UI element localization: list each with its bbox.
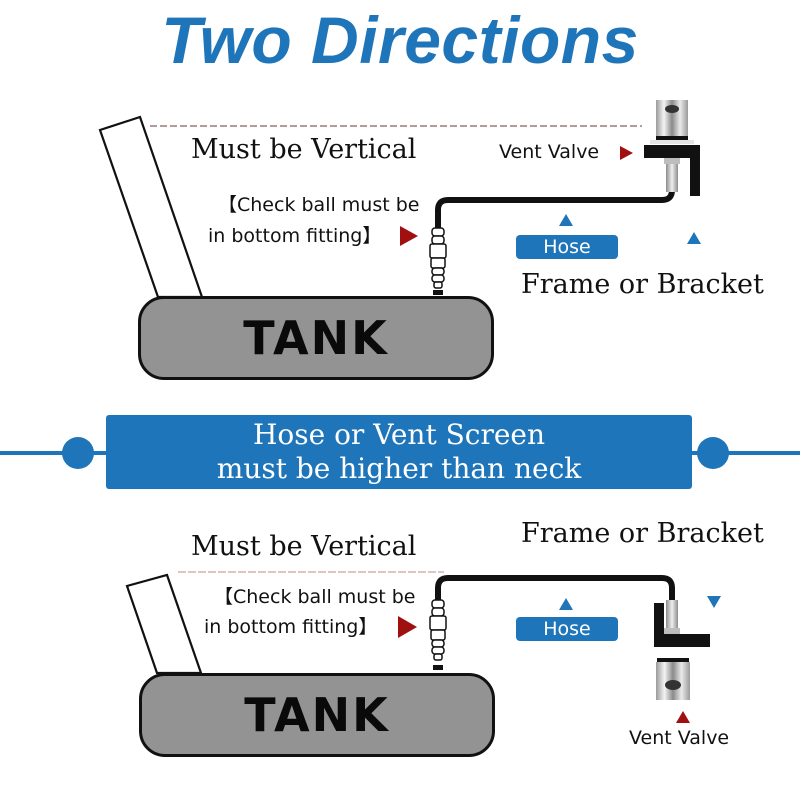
vent-valve-label-bottom: Vent Valve bbox=[629, 727, 730, 749]
banner-line-left bbox=[0, 451, 110, 455]
arrow-up-icon bbox=[687, 232, 701, 244]
check-ball-note-line1-top: 【Check ball must be bbox=[218, 194, 420, 216]
tank-bottom: TANK bbox=[139, 673, 495, 757]
banner-line1: Hose or Vent Screen bbox=[252, 418, 546, 451]
page-title: Two Directions bbox=[161, 3, 639, 77]
arrow-right-icon bbox=[398, 616, 417, 638]
filler-neck-top bbox=[98, 115, 204, 299]
must-be-vertical-label-top: Must be Vertical bbox=[191, 134, 417, 165]
filler-neck-bottom bbox=[125, 573, 203, 675]
tank-top: TANK bbox=[138, 296, 494, 380]
frame-bracket-label-top: Frame or Bracket bbox=[521, 269, 764, 300]
vent-valve-label-top: Vent Valve bbox=[499, 141, 600, 163]
hose-top bbox=[435, 172, 675, 228]
check-ball-fitting-bottom bbox=[429, 599, 447, 670]
arrow-up-icon bbox=[559, 214, 573, 226]
tank-label-bottom: TANK bbox=[244, 688, 390, 742]
hose-bottom bbox=[435, 575, 675, 600]
check-ball-note-line2-top: in bottom fitting】 bbox=[208, 225, 382, 247]
frame-bracket-label-bottom: Frame or Bracket bbox=[521, 518, 764, 549]
rule-banner: Hose or Vent Screen must be higher than … bbox=[106, 415, 692, 489]
banner-line-right bbox=[690, 451, 800, 455]
arrow-up-icon bbox=[559, 598, 573, 610]
hose-badge-bottom: Hose bbox=[516, 617, 618, 641]
check-ball-note-line2-bottom: in bottom fitting】 bbox=[204, 616, 378, 638]
vent-valve-top bbox=[644, 100, 700, 196]
banner-line2: must be higher than neck bbox=[216, 452, 582, 485]
banner-dot-right bbox=[697, 437, 729, 469]
arrow-right-icon bbox=[400, 226, 418, 246]
must-be-vertical-label-bottom: Must be Vertical bbox=[191, 531, 417, 562]
check-ball-fitting-top bbox=[429, 227, 447, 295]
arrow-right-icon bbox=[620, 146, 633, 160]
banner-dot-left bbox=[62, 437, 94, 469]
hose-badge-top: Hose bbox=[516, 235, 618, 259]
tank-label-top: TANK bbox=[243, 311, 389, 365]
check-ball-note-line1-bottom: 【Check ball must be bbox=[214, 586, 416, 608]
arrow-down-icon bbox=[707, 596, 721, 608]
vent-valve-bottom bbox=[654, 600, 710, 700]
arrow-up-icon bbox=[676, 711, 690, 723]
